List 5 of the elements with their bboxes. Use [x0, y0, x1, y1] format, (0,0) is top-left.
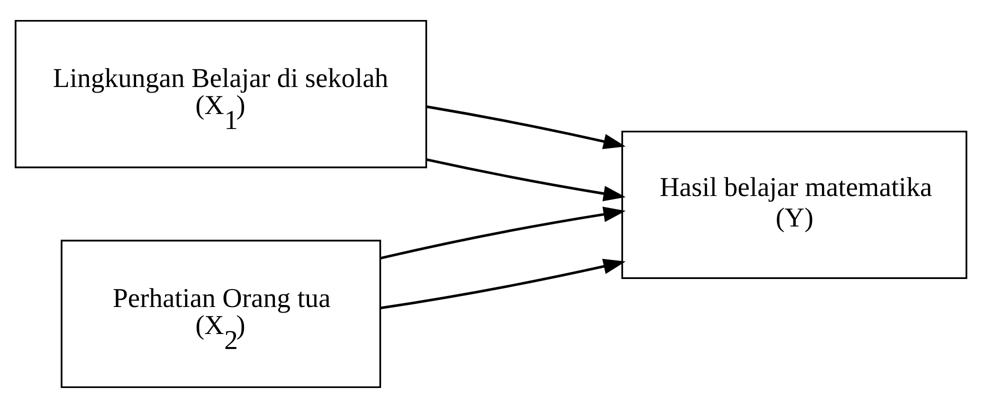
node-box: Hasil belajar matematika (Y) [621, 130, 968, 278]
arrow [426, 104, 626, 149]
arrow [380, 258, 626, 309]
arrow [380, 206, 626, 259]
arrow [426, 158, 626, 201]
